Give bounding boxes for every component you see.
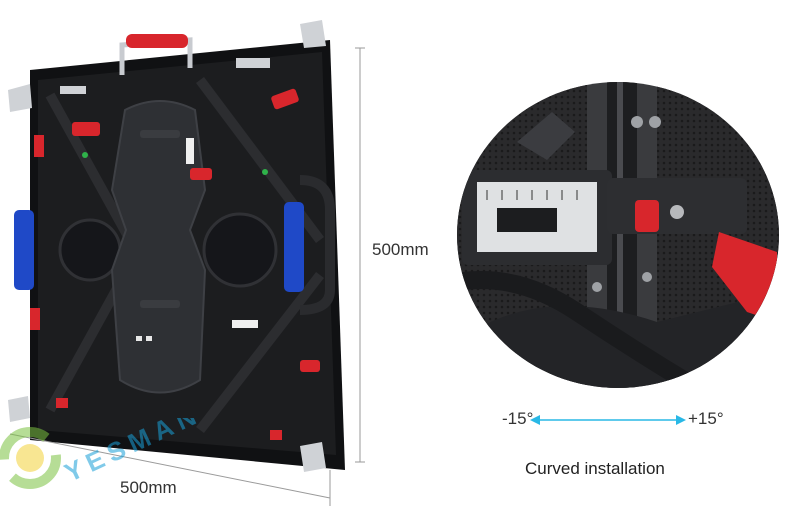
led-cabinet-image xyxy=(0,0,360,500)
yesman-logo-mark: YESMAN xyxy=(0,418,206,489)
power-box-leds xyxy=(136,336,152,341)
indicator-dots xyxy=(82,152,268,175)
arrow-right-icon xyxy=(676,415,686,425)
width-dimension-label: 500mm xyxy=(120,478,177,497)
height-dimension-label: 500mm xyxy=(372,240,429,259)
curve-lock-detail xyxy=(457,82,779,388)
angle-range-arrow xyxy=(530,415,686,425)
top-handle-grip[interactable] xyxy=(126,34,188,48)
arrow-left-icon xyxy=(530,415,540,425)
red-locks[interactable] xyxy=(30,88,320,440)
caption-text: Curved installation xyxy=(525,459,665,478)
angle-min-label: -15° xyxy=(502,409,534,428)
power-box-ridges xyxy=(140,130,180,308)
serial-labels xyxy=(186,138,258,328)
svg-text:YESMAN: YESMAN xyxy=(60,418,206,488)
width-dimension-line xyxy=(9,433,331,499)
watermark-logo: YESMAN xyxy=(0,418,220,528)
corner-brackets xyxy=(8,20,326,472)
power-box xyxy=(110,100,207,394)
curve-lock-illustration xyxy=(457,82,779,388)
right-handle-bar xyxy=(299,175,335,315)
right-handle-grip[interactable] xyxy=(284,202,304,292)
cabinet-ports xyxy=(58,212,278,288)
left-handle-grip[interactable] xyxy=(14,210,34,290)
angle-max-label: +15° xyxy=(688,409,724,428)
led-cabinet-illustration xyxy=(8,20,345,472)
